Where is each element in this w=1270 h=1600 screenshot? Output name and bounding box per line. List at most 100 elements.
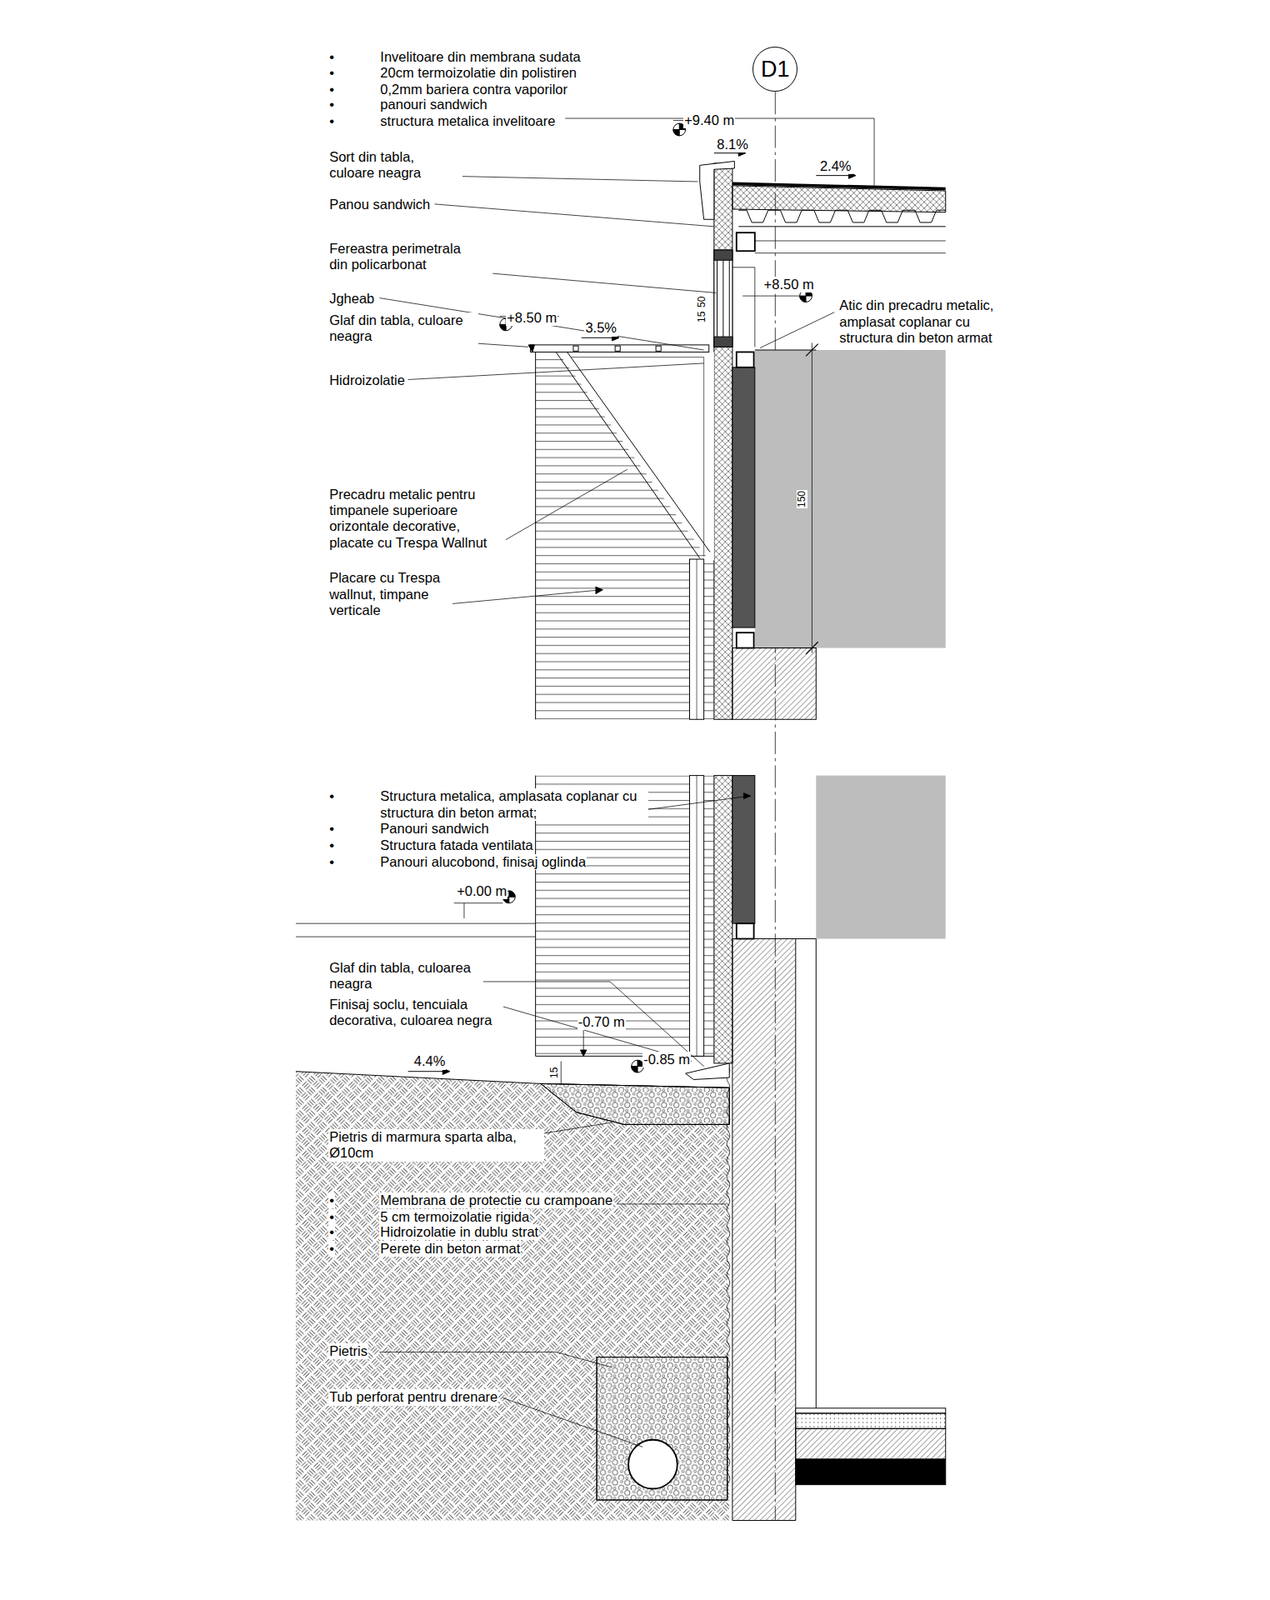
annotation-text: +9.40 m xyxy=(683,112,735,129)
annotation-text: • xyxy=(328,1209,335,1225)
wall-panel-part xyxy=(742,295,806,297)
concrete-slab-part xyxy=(732,648,816,720)
annotation-text: 3.5% xyxy=(584,320,618,336)
concrete-slab-part xyxy=(732,367,755,628)
cladding-top-part xyxy=(696,559,698,720)
annotation-text: • xyxy=(328,837,335,854)
annotation-text: • xyxy=(328,1224,335,1240)
leader-line-part xyxy=(595,586,604,595)
concrete-wall-part xyxy=(795,1408,946,1414)
section-marker-circle: D1 xyxy=(752,46,798,92)
annotation-text: Hidroizolatie xyxy=(328,372,406,389)
roof-part xyxy=(732,183,946,189)
ground xyxy=(295,1063,730,1521)
leader-line-part xyxy=(379,1351,612,1367)
ground-part xyxy=(295,1071,730,1521)
wall-panel-part xyxy=(714,163,733,720)
annotation-text: 8.1% xyxy=(715,136,750,153)
annotation-text: • xyxy=(328,113,335,130)
cladding-lower-part xyxy=(295,936,536,938)
annotation-text: Glaf din tabla, culoarea neagra xyxy=(328,960,484,993)
annotation-text: Tub perforat pentru drenare xyxy=(328,1389,499,1405)
annotation-text: Panouri alucobond, finisaj oglinda xyxy=(379,854,587,870)
annotation-text: panouri sandwich xyxy=(379,96,488,113)
leader-line-part xyxy=(760,312,835,349)
wall-panel-lower-part xyxy=(714,775,733,1064)
wall-panel-part xyxy=(714,250,733,260)
leader-line-part xyxy=(408,363,705,380)
wall-panel-lower-part xyxy=(795,938,816,940)
concrete-slab-part xyxy=(805,344,819,357)
annotation-text: structura metalica invelitoare xyxy=(379,113,556,130)
annotation-text: Panou sandwich xyxy=(328,196,431,213)
roof-part xyxy=(755,252,946,254)
concrete-wall-part xyxy=(795,1413,946,1429)
ground-part xyxy=(726,1066,730,1491)
leader-line-part xyxy=(642,795,750,810)
cladding-lower-part xyxy=(689,775,704,1057)
annotation-text: • xyxy=(328,49,335,65)
roof-part xyxy=(755,240,946,241)
leader-line-part xyxy=(502,1398,643,1448)
annotation-text: Jgheab xyxy=(328,290,375,307)
annotation-text: Structura fatada ventilata xyxy=(379,837,534,854)
annotation-text: • xyxy=(328,1192,335,1209)
annotation-text: Atic din precadru metalic, amplasat copl… xyxy=(838,297,1004,346)
cladding-top-part xyxy=(535,351,715,720)
annotation-text: Precadru metalic pentru timpanele superi… xyxy=(328,486,506,551)
cladding-top-part xyxy=(689,559,704,720)
annotation-text: Pietris di marmura sparta alba, Ø10cm xyxy=(328,1129,545,1162)
section-marker-text: D1 xyxy=(760,58,790,81)
annotation-text: • xyxy=(328,854,335,870)
annotation-text: Hidroizolatie in dublu strat xyxy=(379,1224,540,1240)
annotation-text: Panouri sandwich xyxy=(379,820,490,837)
wall-panel-lower-part xyxy=(815,939,817,1409)
cladding-top-part xyxy=(528,345,535,353)
roof-part xyxy=(738,210,945,223)
leader-line-part xyxy=(434,204,714,227)
dimension-value: 150 xyxy=(796,490,808,509)
cladding-top-part xyxy=(555,351,700,558)
annotation-text: • xyxy=(328,81,335,98)
level-marker-part xyxy=(463,903,465,919)
annotation-text: -0.85 m xyxy=(642,1051,691,1068)
concrete-slab-part xyxy=(811,342,813,653)
leader-line-part xyxy=(504,469,628,541)
annotation-text: Membrana de protectie cu crampoane xyxy=(379,1192,614,1209)
concrete-slab-part xyxy=(755,350,816,351)
concrete-slab-part xyxy=(736,632,755,648)
annotation-text: Perete din beton armat xyxy=(379,1240,521,1257)
annotation-text: 0,2mm bariera contra vaporilor xyxy=(379,81,569,98)
annotation-text: 4.4% xyxy=(413,1053,447,1070)
concrete-wall-part xyxy=(732,939,796,1521)
wall-panel-part xyxy=(717,255,730,342)
concrete-slab xyxy=(732,342,946,720)
annotation-text: Pietris xyxy=(328,1343,369,1360)
annotation-text: • xyxy=(328,820,335,837)
cladding-top-part xyxy=(615,345,620,351)
cladding-top-part xyxy=(570,356,704,358)
concrete-slab-part xyxy=(755,350,946,649)
cladding-top-part xyxy=(530,345,710,353)
annotation-text: • xyxy=(328,65,335,81)
cladding-top-part xyxy=(655,345,661,351)
leader-line-part xyxy=(743,792,751,799)
annotation-text: 2.4% xyxy=(819,158,853,175)
ground-part xyxy=(540,1083,730,1125)
ground-part xyxy=(685,1063,730,1080)
annotation-text: Glaf din tabla, culoare neagra xyxy=(328,312,478,345)
ground-part xyxy=(596,1357,728,1500)
annotation-text: Sort din tabla, culoare neagra xyxy=(328,149,463,182)
annotation-text: 5 cm termoizolatie rigida xyxy=(379,1209,530,1225)
roof-part xyxy=(736,232,755,251)
cladding-top-part xyxy=(573,345,579,351)
concrete-wall-part xyxy=(795,1459,946,1485)
dimension-value: 50 xyxy=(696,295,708,308)
level-marker-part xyxy=(454,902,504,904)
annotation-text: Fereastra perimetrala din policarbonat xyxy=(328,240,468,274)
concrete-slab-part xyxy=(755,647,816,649)
wall-panel-lower-part xyxy=(815,775,945,940)
roof-part xyxy=(732,185,946,213)
